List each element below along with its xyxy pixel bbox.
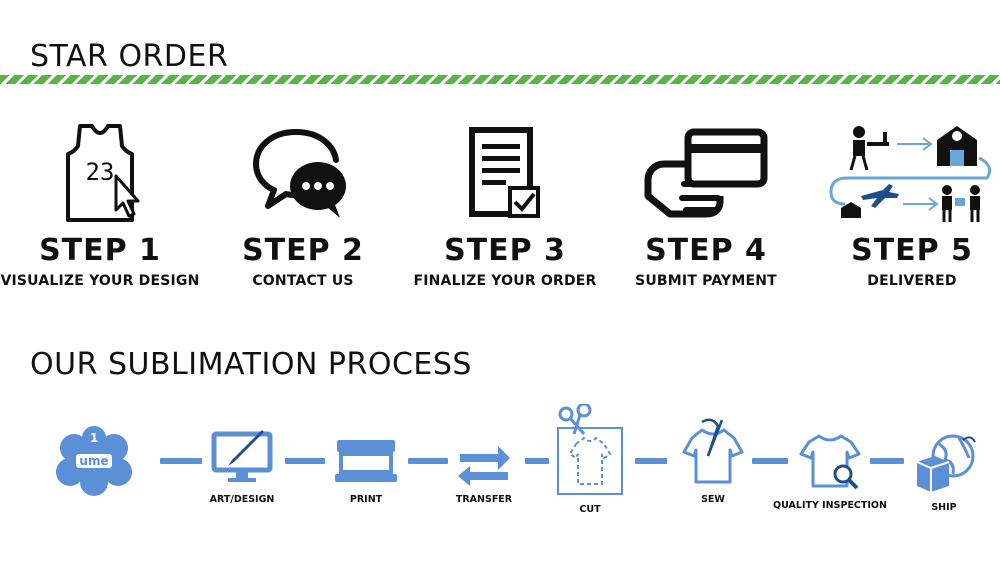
step-5: STEP 5 DELIVERED	[812, 118, 1000, 288]
step-number: STEP 1	[39, 233, 161, 268]
process-item-quality-inspection: QUALITY INSPECTION	[770, 430, 890, 511]
process-label: SEW	[701, 494, 725, 505]
green-stripe-divider	[0, 75, 1000, 84]
process-label: QUALITY INSPECTION	[773, 500, 887, 511]
card-payment-icon	[606, 118, 806, 228]
step-number: STEP 3	[444, 233, 566, 268]
process-label: TRANSFER	[455, 494, 513, 505]
process-item-transfer: TRANSFER	[424, 438, 544, 505]
transfer-arrows-icon	[424, 438, 544, 490]
section-title-sublimation-process: OUR SUBLIMATION PROCESS	[30, 347, 472, 382]
connector-dash	[408, 458, 448, 464]
step-number: STEP 2	[242, 233, 364, 268]
connector-dash	[525, 458, 549, 464]
step-number: STEP 5	[851, 233, 973, 268]
document-check-icon	[405, 118, 605, 228]
process-item-ship: SHIP	[884, 432, 1000, 513]
process-logo: ume 1	[44, 418, 144, 500]
connector-dash	[160, 458, 202, 464]
process-label: PRINT	[349, 494, 383, 505]
needle-shirt-icon	[653, 416, 773, 490]
shirt-magnifier-icon	[770, 430, 890, 496]
connector-dash	[635, 458, 667, 464]
connector-dash	[870, 458, 904, 464]
step-4: STEP 4 SUBMIT PAYMENT	[606, 118, 806, 288]
jersey-click-icon: 23	[0, 118, 200, 228]
process-label: ART/DESIGN	[209, 494, 275, 505]
step-1: 23 STEP 1 VISUALIZE YOUR DESIGN	[0, 118, 200, 288]
step-description: FINALIZE YOUR ORDER	[413, 273, 597, 289]
section-title-star-order: STAR ORDER	[30, 39, 229, 74]
logo-text: ume	[79, 454, 108, 468]
jersey-number: 23	[86, 158, 115, 186]
globe-box-icon	[884, 432, 1000, 498]
chat-bubbles-icon	[203, 118, 403, 228]
scissors-shirt-icon	[530, 402, 650, 500]
process-item-cut: CUT	[530, 402, 650, 515]
step-description: SUBMIT PAYMENT	[635, 273, 777, 289]
printer-icon	[306, 436, 426, 490]
step-description: VISUALIZE YOUR DESIGN	[0, 273, 200, 289]
step-3: STEP 3 FINALIZE YOUR ORDER	[405, 118, 605, 288]
process-label: CUT	[579, 504, 601, 515]
process-item-art-design: ART/DESIGN	[182, 428, 302, 505]
step-description: DELIVERED	[867, 273, 957, 289]
step-number: STEP 4	[645, 233, 767, 268]
logo-digit: 1	[90, 431, 98, 445]
delivery-flow-icon	[812, 118, 1000, 228]
connector-dash	[285, 458, 325, 464]
step-description: CONTACT US	[252, 273, 354, 289]
process-label: SHIP	[931, 502, 957, 513]
process-item-print: PRINT	[306, 436, 426, 505]
step-2: STEP 2 CONTACT US	[203, 118, 403, 288]
connector-dash	[752, 458, 788, 464]
process-item-sew: SEW	[653, 416, 773, 505]
monitor-brush-icon	[182, 428, 302, 490]
